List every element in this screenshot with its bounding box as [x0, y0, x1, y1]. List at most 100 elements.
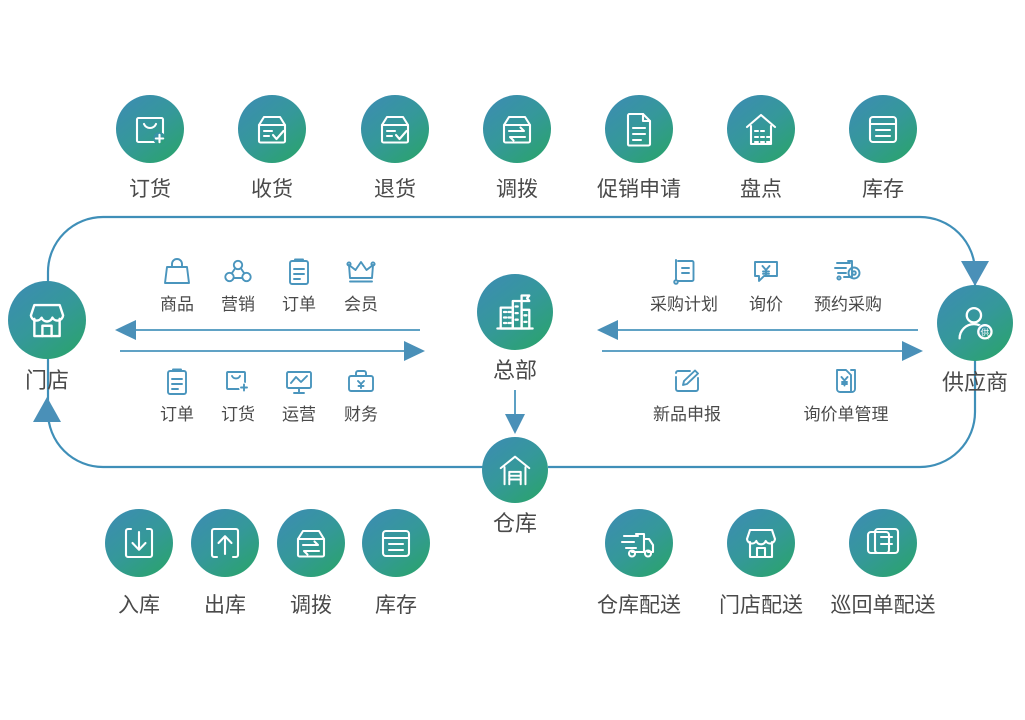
- item-label: 询价单管理: [804, 405, 889, 424]
- icon-circle: [482, 437, 548, 503]
- arrow-supplier-to-hq: [597, 320, 918, 340]
- left-lower-item-订单[interactable]: 订单: [160, 368, 194, 425]
- left-lower-item-财务[interactable]: 财务: [344, 370, 378, 424]
- arrow-hq-to-store: [115, 320, 420, 340]
- yen-docs-icon: [836, 369, 856, 393]
- icon-circle: [477, 274, 553, 350]
- left-upper-item-会员[interactable]: 会员: [344, 261, 378, 314]
- bottom-right-row: 仓库配送 门店配送 巡回单配送: [597, 509, 936, 617]
- plan-doc-icon: [673, 259, 695, 285]
- megaphone-icon: [224, 259, 252, 283]
- top-item-调拨[interactable]: 调拨: [483, 95, 551, 201]
- icon-circle: [8, 281, 86, 359]
- item-label: 新品申报: [653, 405, 721, 424]
- loop-path-right-bottom: [548, 285, 977, 469]
- item-label: 询价: [749, 295, 783, 314]
- top-item-退货[interactable]: 退货: [361, 95, 429, 201]
- left-upper-items: 商品 营销 订单 会员: [160, 258, 378, 315]
- item-label: 商品: [160, 295, 194, 314]
- top-row: 订货 收货 退货 调拨 促销申请 盘点: [116, 95, 917, 201]
- item-label: 财务: [344, 405, 378, 424]
- bottom-item-出库[interactable]: 出库: [191, 509, 259, 617]
- bottom-item-仓库配送[interactable]: 仓库配送: [597, 509, 681, 617]
- item-label: 订单: [160, 405, 194, 424]
- icon-circle: [238, 95, 306, 163]
- item-label: 仓库配送: [597, 594, 681, 617]
- bottom-left-row: 入库 出库 调拨 库存: [105, 509, 430, 617]
- bottom-item-巡回单配送[interactable]: 巡回单配送: [831, 509, 936, 617]
- right-upper-item-询价[interactable]: 询价: [749, 261, 783, 314]
- booking-icon: [834, 260, 861, 281]
- item-label: 出库: [204, 594, 246, 617]
- top-item-订货[interactable]: 订货: [116, 95, 184, 201]
- arrowhead-down-to-supplier: [961, 261, 989, 286]
- node-hq[interactable]: 总部: [477, 274, 553, 383]
- top-item-label: 订货: [129, 178, 171, 201]
- icon-circle: [361, 95, 429, 163]
- node-label: 门店: [25, 368, 69, 393]
- arrowhead-up-to-store: [33, 397, 61, 422]
- top-item-促销申请[interactable]: 促销申请: [597, 95, 681, 201]
- item-label: 会员: [344, 295, 378, 314]
- icon-circle: [727, 95, 795, 163]
- bottom-item-入库[interactable]: 入库: [105, 509, 173, 617]
- arrow-store-to-hq: [120, 341, 425, 361]
- loop-path-left-bottom: [46, 398, 483, 469]
- item-label: 入库: [118, 594, 160, 617]
- right-upper-items: 采购计划 询价 预约采购: [650, 259, 882, 314]
- right-upper-item-预约采购[interactable]: 预约采购: [814, 260, 882, 314]
- arrow-hq-to-warehouse: [505, 390, 525, 434]
- money-box-icon: [348, 370, 374, 392]
- left-upper-item-商品[interactable]: 商品: [160, 258, 194, 314]
- item-label: 门店配送: [719, 594, 803, 617]
- loop-path-right-top: [515, 215, 977, 285]
- left-lower-item-运营[interactable]: 运营: [282, 371, 316, 424]
- node-label: 仓库: [493, 511, 537, 536]
- node-store[interactable]: 门店: [8, 281, 86, 393]
- yen-bubble-icon: [754, 261, 778, 282]
- crown-icon: [346, 261, 376, 283]
- item-label: 巡回单配送: [831, 594, 936, 617]
- icon-circle: [605, 509, 673, 577]
- clipboard-icon: [167, 368, 187, 395]
- node-label: 供应商: [942, 370, 1008, 395]
- item-label: 调拨: [290, 594, 332, 617]
- top-item-盘点[interactable]: 盘点: [727, 95, 795, 201]
- right-lower-item-询价单管理[interactable]: 询价单管理: [804, 369, 889, 424]
- bottom-item-调拨[interactable]: 调拨: [277, 509, 345, 617]
- pencil-box-icon: [675, 369, 699, 392]
- bag-plus-icon: [226, 371, 250, 394]
- item-label: 采购计划: [650, 295, 718, 314]
- item-label: 订货: [221, 405, 255, 424]
- item-label: 运营: [282, 405, 316, 424]
- top-item-库存[interactable]: 库存: [849, 95, 917, 201]
- node-label: 总部: [493, 358, 537, 383]
- top-item-label: 调拨: [496, 178, 538, 201]
- node-supplier[interactable]: 供应商: [937, 285, 1013, 395]
- clipboard-icon: [289, 258, 309, 285]
- icon-circle: [277, 509, 345, 577]
- handbag-icon: [164, 258, 190, 284]
- left-upper-item-营销[interactable]: 营销: [221, 259, 255, 314]
- right-upper-item-采购计划[interactable]: 采购计划: [650, 259, 718, 314]
- bottom-item-门店配送[interactable]: 门店配送: [719, 509, 803, 617]
- top-item-label: 退货: [374, 178, 416, 201]
- top-item-label: 促销申请: [597, 178, 681, 201]
- node-warehouse[interactable]: 仓库: [482, 437, 548, 536]
- item-label: 预约采购: [814, 295, 882, 314]
- left-lower-item-订货[interactable]: 订货: [221, 371, 255, 424]
- top-item-收货[interactable]: 收货: [238, 95, 306, 201]
- icon-circle: [483, 95, 551, 163]
- item-label: 订单: [282, 295, 316, 314]
- left-lower-items: 订单 订货 运营 财务: [160, 368, 378, 425]
- icon-circle: [727, 509, 795, 577]
- right-lower-item-新品申报[interactable]: 新品申报: [653, 369, 721, 425]
- top-item-label: 盘点: [740, 178, 782, 201]
- loop-path-left-top: [46, 215, 515, 398]
- bottom-item-库存[interactable]: 库存: [362, 509, 430, 617]
- left-upper-item-订单[interactable]: 订单: [282, 258, 316, 315]
- top-item-label: 收货: [251, 178, 293, 201]
- chart-icon: [286, 371, 312, 394]
